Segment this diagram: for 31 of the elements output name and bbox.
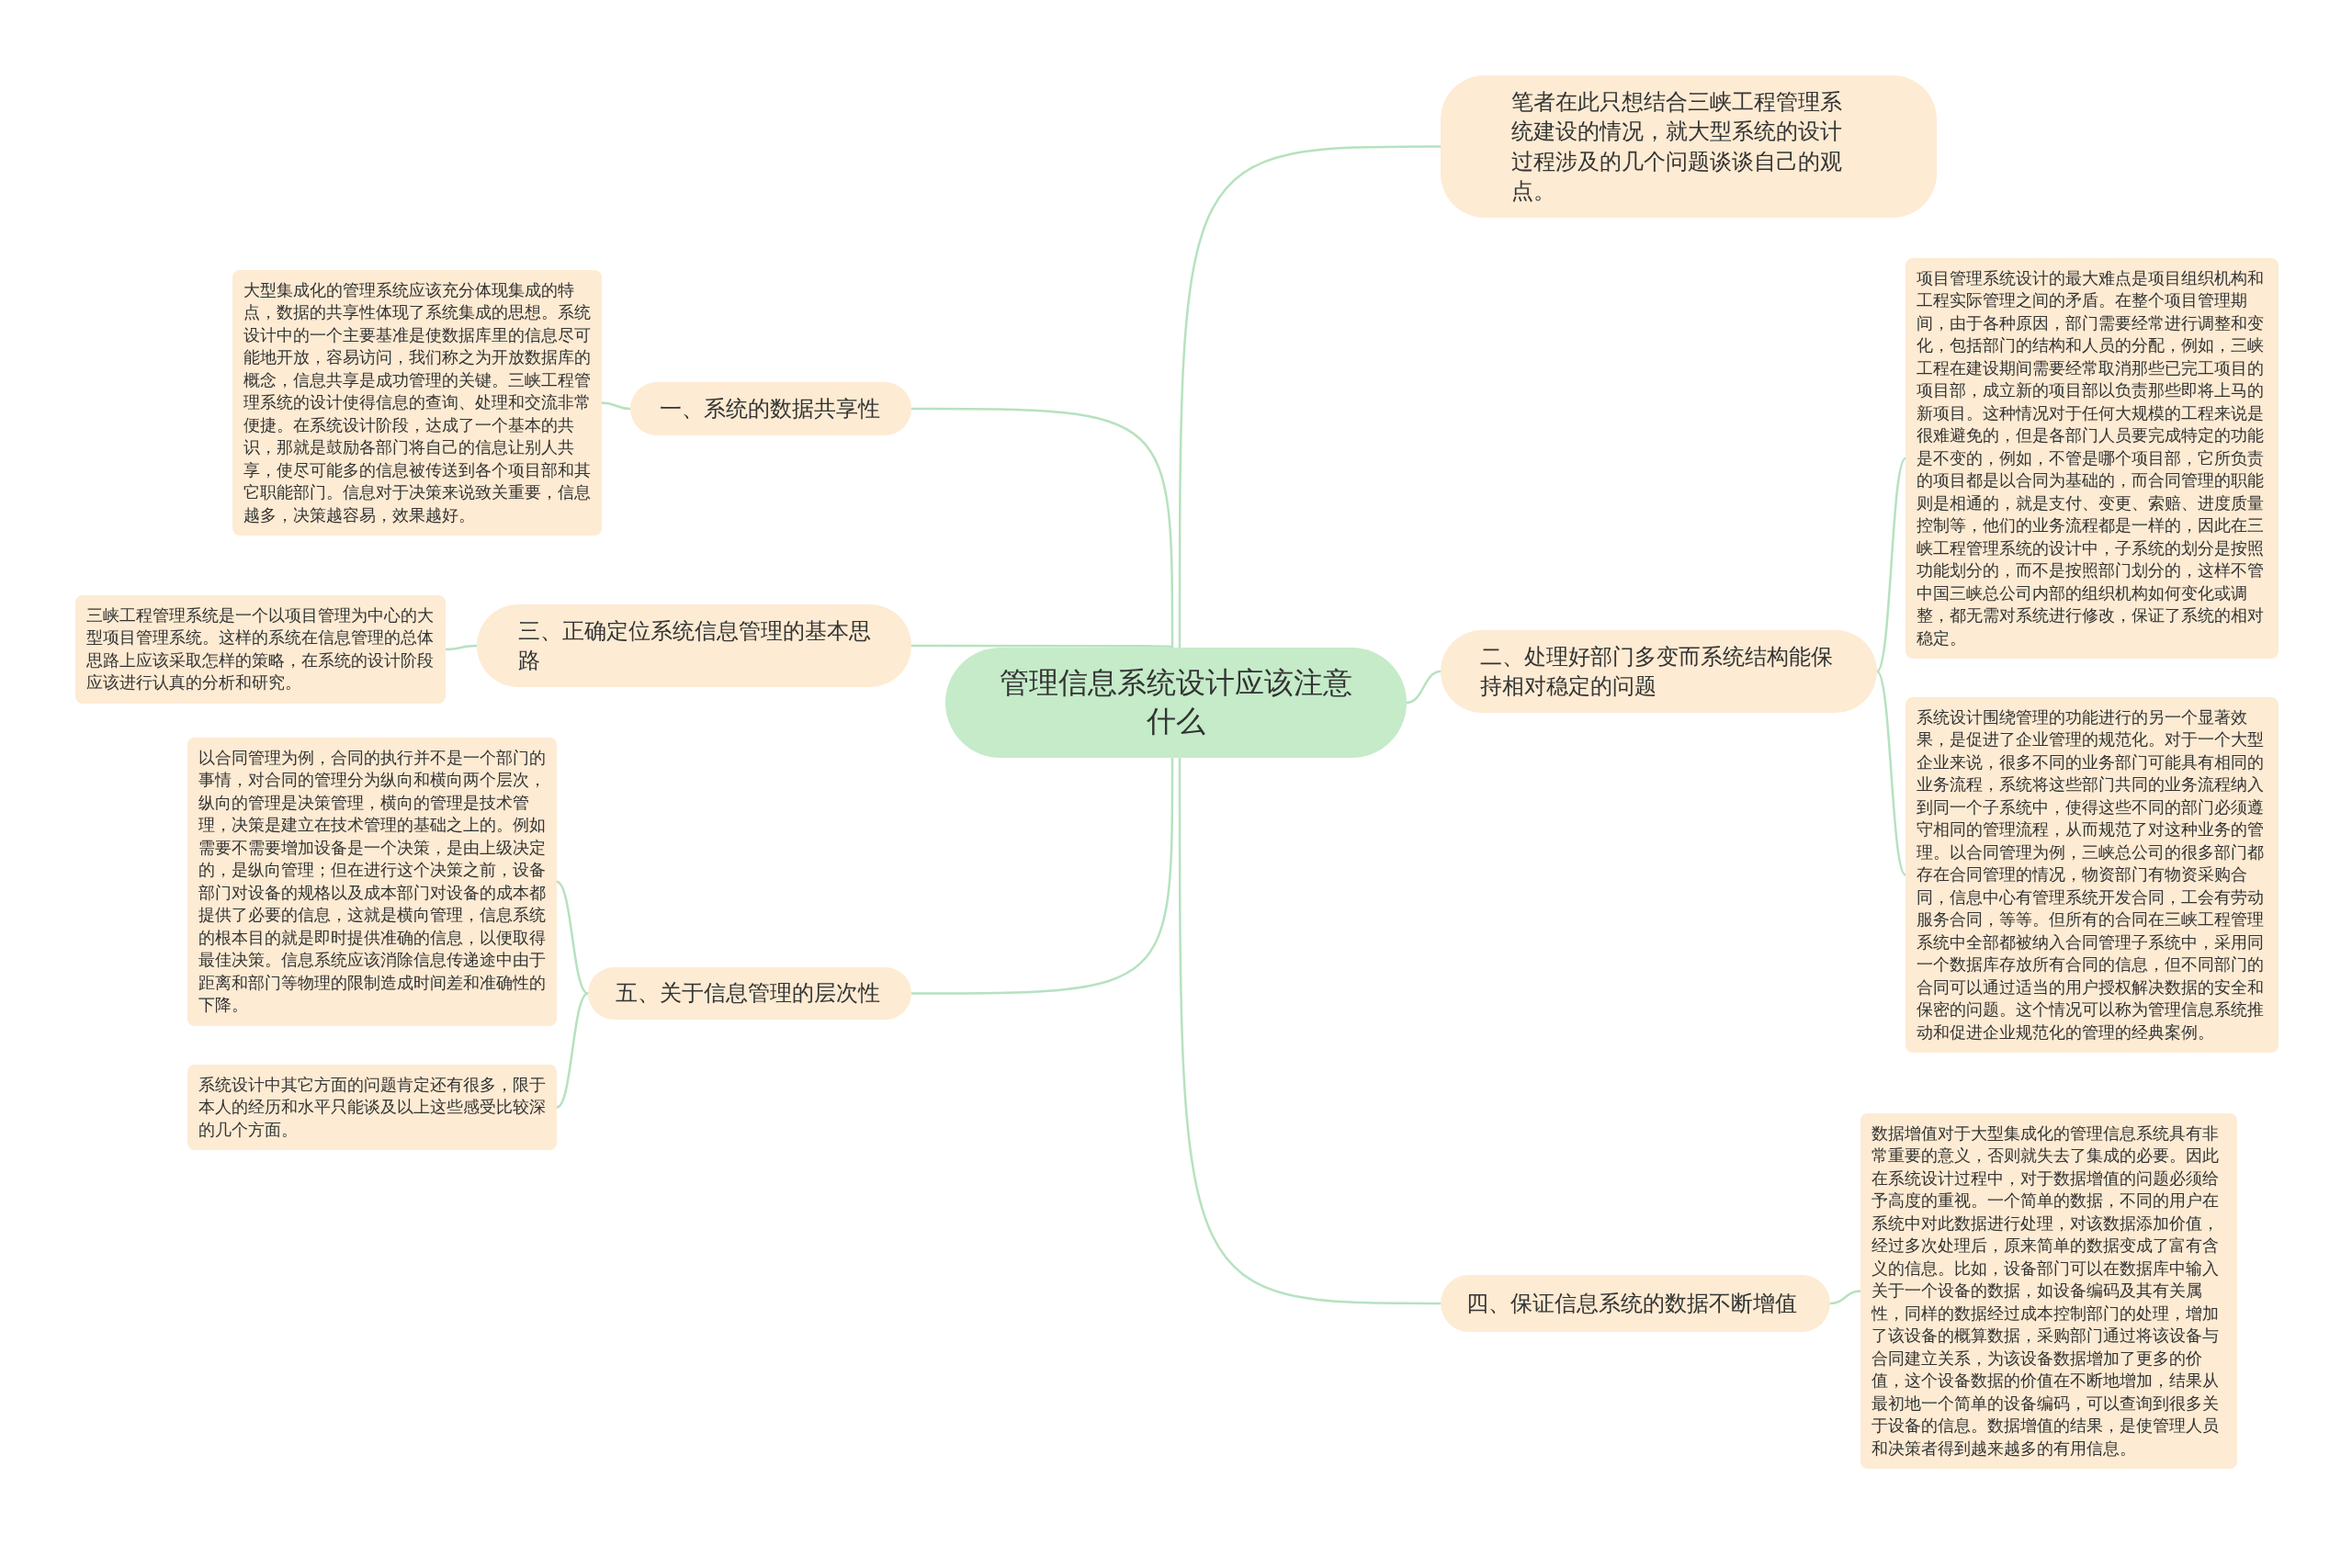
connector-line (556, 880, 589, 995)
connector-line (601, 401, 631, 411)
topic-text: 三、正确定位系统信息管理的基本思路 (518, 616, 872, 674)
connector-line (911, 758, 1174, 995)
topic-text: 大型集成化的管理系统应该充分体现集成的特点，数据的共享性体现了系统集成的思想。系统设计中的一个主要基准是使数据库里的信息尽可能地开放，容易访问，我们称之为开放数据库的概念，信息共享是成功管理的关键。三峡工程管理系统的设计使得信息的查询、处理和交流非常便捷。在系统设计阶段，达成了一个基本的共识，那就是鼓励各部门将自己的信息让别人共享，使尽可能多的信息被传送到各个项目部和其它职能部门。信息对于决策来说致关重要，信息越多，决策越容易，效果越好。 (243, 280, 592, 526)
topic-text: 以合同管理为例，合同的执行并不是一个部门的事情，对合同的管理分为纵向和横向两个层次，纵向的管理是决策管理，横向的管理是技术管理，决策是建立在技术管理的基础之上的。例如需要不需要增加设备是一个决策，是由上级决定的，是纵向管理；但在进行这个决策之前，设备部门对设备的规格以及成本部门对设备的成本都提供了必要的信息，这就是横向管理，信息系统的根本目的就是即时提供准确的信息，以便取得最佳决策。信息系统应该消除信息传递途中由于距离和部门等物理的限制造成时间差和准确性的下降。 (198, 748, 547, 1017)
topic-text: 管理信息系统设计应该注意什么 (999, 665, 1353, 739)
connector-line (911, 407, 1174, 648)
topic-text: 笔者在此只想结合三峡工程管理系统建设的情况，就大型系统的设计过程涉及的几个问题谈谈自己的观点。 (1511, 87, 1843, 205)
note-card (187, 1065, 557, 1151)
connector-line (911, 644, 1173, 649)
branch-topic (588, 967, 911, 1020)
topic-text: 三峡工程管理系统是一个以项目管理为中心的大型项目管理系统。这样的系统在信息管理的总体思路上应该采取怎样的策略，在系统的设计阶段应该进行认真的分析和研究。 (86, 605, 435, 694)
branch-topic (1441, 75, 1937, 218)
topic-text: 系统设计中其它方面的问题肯定还有很多，限于本人的经历和水平只能谈及以上这些感受比较深的几个方面。 (198, 1075, 547, 1141)
connector-line (445, 644, 478, 651)
connector-line (1406, 670, 1442, 705)
connector-line (1876, 457, 1906, 672)
connector-line (1876, 671, 1906, 876)
topic-text: 项目管理系统设计的最大难点是项目组织机构和工程实际管理之间的矛盾。在整个项目管理期间，由于各种原因，部门需要经常进行调整和变化，包括部门的结构和人员的分配，例如，三峡工程在建设期间需要经常取消那些已完工项目的项目部，成立新的项目部以负责那些即将上马的新项目。这种情况对于任何大规模的工程来说是很难避免的，但是各部门人员要完成特定的功能是不变的，例如，不管是哪个项目部，它所负责的项目都是以合同为基础的，而合同管理的职能则是相通的，就是支付、变更、索赔、进度质量控制等，他们的业务流程都是一样的，因此在三峡工程管理系统的设计中，子系统的划分是按照功能划分的，而不是按照部门划分的，这样不管中国三峡总公司内部的组织机构如何变化或调整，都无需对系统进行修改，保证了系统的相对稳定。 (1917, 268, 2265, 649)
topic-text: 四、保证信息系统的数据不断增值 (1466, 1289, 1797, 1317)
topic-text: 二、处理好部门多变而系统结构能保持相对稳定的问题 (1480, 642, 1834, 700)
topic-text: 五、关于信息管理的层次性 (616, 979, 880, 1008)
connector-line (1829, 1290, 1861, 1305)
topic-text: 一、系统的数据共享性 (660, 394, 880, 423)
connector-line (556, 992, 589, 1109)
topic-text: 系统设计围绕管理的功能进行的另一个显著效果，是促进了企业管理的规范化。对于一个大型企业来说，很多不同的业务部门可能具有相同的业务流程，系统将这些部门共同的业务流程纳入到同一个子系统中，使得这些不同的部门必须遵守相同的管理流程，从而规范了对这种业务的管理。以合同管理为例，三峡总公司的很多部门都存在合同管理的情况，物资部门有物资采购合同，信息中心有管理系统开发合同，工会有劳动服务合同，等等。但所有的合同在三峡工程管理系统中全部都被纳入合同管理子系统中，采用同一个数据库存放所有合同的信息，但不同部门的合同可以通过适当的用户授权解决数据的安全和保密的问题。这个情况可以称为管理信息系统推动和促进企业规范化的管理的经典案例。 (1917, 707, 2265, 1043)
connector-line (1178, 145, 1441, 648)
topic-text: 数据增值对于大型集成化的管理信息系统具有非常重要的意义，否则就失去了集成的必要。因此在系统设计过程中，对于数据增值的问题必须给予高度的重视。一个简单的数据，不同的用户在系统中对此数据进行处理，对该数据添加价值，经过多次处理后，原来简单的数据变成了富有含义的信息。比如，设备部门可以在数据库中输入关于一个设备的数据，如设备编码及其有关属性，同样的数据经过成本控制部门的处理，增加了该设备的概算数据，采购部门通过将该设备与合同建立关系，为该设备数据增加了更多的价值，这个设备数据的价值在不断地增加，结果从最初地一个简单的设备编码，可以查询到很多关于设备的信息。数据增值的结果，是使管理人员和决策者得到越来越多的有用信息。 (1871, 1123, 2220, 1460)
connector-line (1178, 758, 1441, 1305)
note-card (75, 595, 446, 704)
